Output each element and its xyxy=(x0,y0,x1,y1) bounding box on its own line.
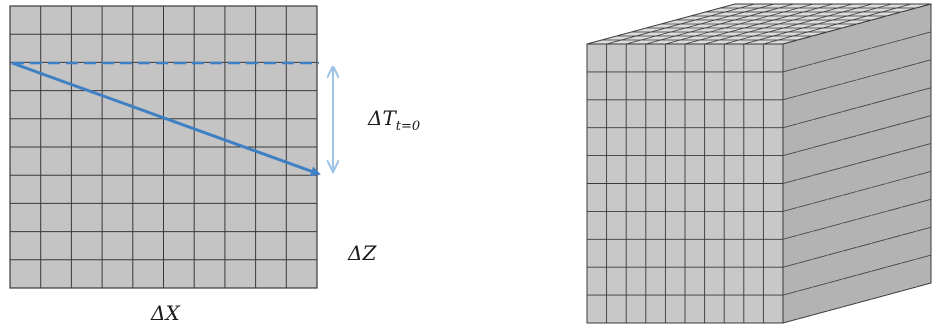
voxel-cube xyxy=(586,3,932,324)
left-grid xyxy=(9,5,318,289)
delta-t-label: ΔTt=0 xyxy=(368,106,420,134)
delta-t-subscript: t=0 xyxy=(395,119,421,134)
delta-z-label: ΔZ xyxy=(348,241,377,265)
annotations xyxy=(11,61,333,176)
delta-x-label: ΔX xyxy=(151,301,180,325)
gradient-arrow xyxy=(11,61,321,176)
delta-t-main: ΔT xyxy=(368,106,396,130)
